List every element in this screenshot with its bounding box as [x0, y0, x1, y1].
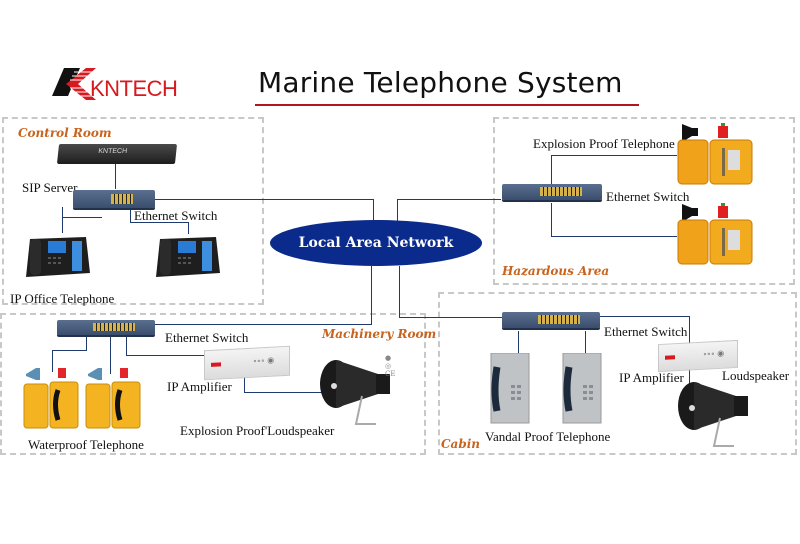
- cabin-ethernet-switch-icon: [502, 312, 600, 328]
- label-explosion-proof-telephone: Explosion Proof Telephone: [533, 136, 675, 151]
- zone-machinery-room: [0, 313, 426, 455]
- zone-label-cabin: Cabin: [441, 437, 480, 451]
- label-waterproof-telephone: Waterproof Telephone: [28, 437, 144, 452]
- wire-switch-phone2-v: [188, 222, 189, 234]
- wire-hazard-drop: [397, 199, 398, 221]
- machinery-ethernet-switch-icon: [57, 320, 155, 335]
- wire-lan-to-machinery: [371, 266, 372, 325]
- wire-amp-speaker-v: [244, 376, 245, 393]
- label-hazard-switch: Ethernet Switch: [606, 189, 690, 204]
- wire-mach-phone1-h: [52, 350, 87, 351]
- zone-control-room: [2, 117, 264, 305]
- label-cabin-ip-amplifier: IP Amplifier: [619, 370, 684, 385]
- cabin-loudspeaker-icon: [676, 378, 752, 448]
- wire-machinery-switch: [153, 324, 372, 325]
- wire-server-switch: [115, 163, 116, 189]
- title-underline: [255, 104, 639, 106]
- certification-marks-icon: ●◎CE: [385, 354, 396, 378]
- wire-lan-to-cabin: [399, 266, 400, 318]
- label-vandal-proof-telephone: Vandal Proof Telephone: [485, 429, 611, 444]
- label-machinery-ip-amplifier: IP Amplifier: [167, 379, 232, 394]
- brand-name: KNTECH: [90, 76, 178, 101]
- wire-cabin-phone2: [585, 331, 586, 353]
- wire-switch-phone1-h: [62, 217, 102, 218]
- machinery-ip-amplifier-icon: ∘∘∘ ◉: [204, 345, 290, 381]
- wire-mach-phone1-v: [86, 336, 87, 351]
- zone-label-hazardous-area: Hazardous Area: [502, 264, 610, 278]
- wire-hazard-phone1: [551, 155, 677, 156]
- wire-cabin-phone1: [518, 331, 519, 353]
- zone-hazardous-area: [493, 117, 795, 285]
- logo-k-mark-icon: [52, 68, 96, 100]
- wire-lan-to-hazard-switch: [397, 199, 501, 200]
- wire-hazard-up: [551, 155, 552, 185]
- waterproof-phone-1-icon: [22, 364, 80, 430]
- explosion-proof-phone-1-icon: [676, 120, 756, 190]
- zone-label-machinery-room: Machinery Room: [322, 327, 437, 341]
- wire-control-drop: [373, 199, 374, 221]
- wire-cabin-amp-h: [600, 316, 689, 317]
- local-area-network: Local Area Network: [270, 220, 482, 266]
- wire-switch-phone2: [130, 207, 131, 222]
- waterproof-phone-2-icon: [84, 364, 142, 430]
- label-explosion-proof-loudspeaker: Explosion Proof'Loudspeaker: [180, 423, 335, 438]
- label-machinery-switch: Ethernet Switch: [165, 330, 249, 345]
- wire-hazard-phone2: [551, 236, 677, 237]
- control-ethernet-switch-icon: [73, 190, 155, 208]
- wire-hazard-down: [551, 203, 552, 237]
- page-title: Marine Telephone System: [258, 66, 623, 99]
- wire-mach-amp-v: [126, 336, 127, 356]
- ip-office-phone-1-icon: [20, 233, 92, 278]
- zone-cabin: [438, 292, 797, 455]
- ip-office-phone-2-icon: [150, 233, 222, 278]
- kntech-logo: KNTECH: [44, 66, 178, 102]
- hazard-ethernet-switch-icon: [502, 184, 602, 200]
- wire-switch-phone1: [62, 207, 63, 233]
- wire-control-switch-to-lan: [152, 199, 374, 200]
- wire-mach-phone1: [52, 350, 53, 372]
- label-control-switch: Ethernet Switch: [134, 208, 218, 223]
- explosion-proof-loudspeaker-icon: [318, 356, 394, 428]
- vandal-proof-phone-1-icon: [489, 352, 531, 425]
- label-cabin-switch: Ethernet Switch: [604, 324, 688, 339]
- label-ip-office-telephone: IP Office Telephone: [10, 291, 115, 306]
- vandal-proof-phone-2-icon: [561, 352, 603, 425]
- explosion-proof-phone-2-icon: [676, 200, 756, 270]
- wire-mach-phone2: [110, 336, 111, 374]
- sip-server-icon: KNTECH: [56, 144, 178, 164]
- wire-cabin-switch: [399, 317, 502, 318]
- wire-switch-phone2-h: [130, 222, 189, 223]
- wire-amp-speaker-h: [244, 392, 322, 393]
- label-sip-server: SIP Server: [22, 180, 78, 195]
- wire-mach-amp-h: [126, 355, 204, 356]
- label-loudspeaker: Loudspeaker: [722, 368, 790, 383]
- zone-label-control-room: Control Room: [18, 126, 112, 140]
